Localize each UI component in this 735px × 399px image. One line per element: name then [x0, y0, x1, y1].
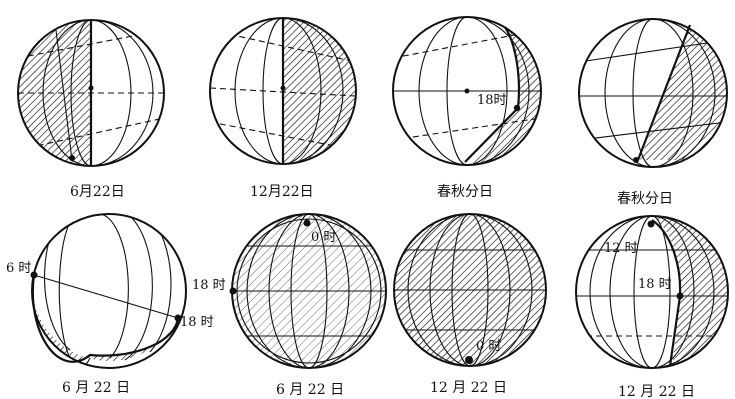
meridian	[634, 216, 652, 368]
globe-figure-1: 6月22日	[18, 20, 164, 200]
globe-figure-6: 0 时 18 时 6 月 22 日	[192, 214, 386, 398]
point-18h	[230, 288, 237, 295]
figure-caption: 春秋分日	[437, 184, 493, 200]
globe-figure-3: 18时 春秋分日	[393, 17, 541, 200]
meridian	[610, 216, 652, 368]
figure-caption: 12 月 22 日	[430, 380, 507, 396]
globe-figure-8: 12 时 18 时 12 月 22 日	[576, 216, 728, 399]
figure-caption: 6 月 22 日	[276, 382, 344, 398]
figure-caption: 6月22日	[70, 184, 125, 200]
label-0h: 0 时	[311, 230, 336, 245]
meridian	[59, 222, 90, 368]
meridian	[100, 214, 128, 358]
label-0h: 0 时	[476, 339, 501, 354]
figure-caption: 春秋分日	[617, 191, 673, 207]
pole-point	[69, 155, 75, 161]
point-18h	[677, 293, 684, 300]
label-18h: 18 时	[192, 278, 226, 293]
night-region	[652, 216, 728, 368]
center-point	[281, 86, 286, 91]
globe-figure-7: 0 时 12 月 22 日	[394, 214, 546, 396]
point-0h	[465, 356, 473, 364]
globe-outline	[32, 214, 186, 368]
point-0h	[304, 220, 311, 227]
point-6h	[31, 272, 38, 279]
point-12h	[648, 221, 655, 228]
label-6h: 6 时	[6, 261, 31, 276]
label-12h: 12 时	[604, 241, 638, 256]
point-18h	[514, 105, 520, 111]
equator-line	[34, 275, 178, 318]
globe-figure-4: 春秋分日	[579, 19, 727, 207]
night-region	[283, 18, 356, 164]
meridian	[235, 18, 283, 164]
label-18h: 18时	[477, 93, 507, 108]
terminator-line	[33, 275, 178, 362]
meridian	[590, 216, 652, 368]
label-18h: 18 时	[180, 315, 214, 330]
night-region	[31, 280, 178, 363]
figure-caption: 12 月 22 日	[618, 384, 695, 399]
globe-figure-2: 12月22日	[210, 18, 356, 200]
center-point	[465, 89, 470, 94]
label-18h: 18 时	[638, 277, 672, 292]
globe-figure-5: 6 时 18 时 6 月 22 日	[6, 214, 214, 396]
pole-point	[633, 157, 639, 163]
center-point	[89, 86, 94, 91]
figure-caption: 12月22日	[250, 184, 314, 200]
meridian	[125, 216, 152, 360]
figure-caption: 6 月 22 日	[62, 380, 130, 396]
